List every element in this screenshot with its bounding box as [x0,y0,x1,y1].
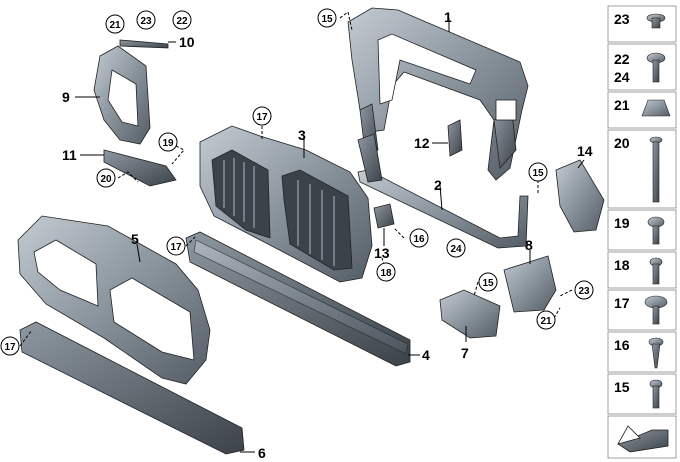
circle-23-a: 23 [136,10,156,30]
legend-label-24: 24 [614,69,630,85]
screw-icon-22 [646,52,666,83]
legend-label-18: 18 [614,257,630,273]
label-12: 12 [414,135,430,151]
svg-text:17: 17 [4,342,16,353]
label-2: 2 [434,177,442,193]
label-5: 5 [131,231,139,247]
circle-23-b: 23 [574,280,594,300]
svg-text:19: 19 [162,138,174,149]
svg-text:17: 17 [170,242,182,253]
circle-16: 16 [409,228,429,248]
legend-label-16: 16 [614,337,630,353]
leader-lines [75,18,585,453]
part-14-side-panel[interactable] [555,159,605,233]
part-2-lower-crossmember[interactable] [357,133,529,249]
legend-label-22: 22 [614,51,630,67]
screw-icon-15 [649,379,663,409]
legend-label-23: 23 [614,11,630,27]
circle-17-c: 17 [0,336,20,356]
part-9-air-guide[interactable] [93,45,151,145]
circle-24: 24 [446,238,466,258]
label-8: 8 [525,237,533,253]
legend-label-15: 15 [614,379,630,395]
part-3-grille-carrier[interactable] [199,125,373,283]
part-6-lower-trim[interactable] [19,321,245,455]
svg-text:17: 17 [256,112,268,123]
part-13-block[interactable] [373,203,395,229]
svg-text:23: 23 [578,286,590,297]
circle-15-a: 15 [317,8,337,28]
svg-text:20: 20 [100,174,112,185]
legend-label-19: 19 [614,215,630,231]
clip-icon-21 [641,99,671,117]
nut-icon-23 [646,13,666,29]
label-9: 9 [62,89,70,105]
svg-text:22: 22 [176,16,188,27]
part-5-bumper-carrier[interactable] [17,215,211,385]
label-11: 11 [62,147,77,163]
circle-21-a: 21 [105,14,125,34]
part-8-brake-duct[interactable] [503,255,557,313]
legend-label-17: 17 [614,295,630,311]
arrow-icon [617,425,669,453]
svg-text:21: 21 [109,20,121,31]
svg-text:15: 15 [532,168,544,179]
circle-19: 19 [158,132,178,152]
legend-label-21: 21 [614,97,630,113]
svg-text:15: 15 [482,278,494,289]
label-7: 7 [461,345,469,361]
circle-18: 18 [376,262,396,282]
circle-15-b: 15 [528,162,548,182]
legend-label-20: 20 [614,135,630,151]
fastener-leaders [19,11,573,347]
circle-17-a: 17 [252,106,272,126]
label-3: 3 [298,127,306,143]
circle-17-b: 17 [166,236,186,256]
part-12-bracket[interactable] [447,119,463,157]
part-7-brake-duct[interactable] [439,289,501,339]
label-14: 14 [577,143,593,159]
expansion-rivet-icon-18 [649,257,663,285]
callout-labels: 1 2 3 4 5 6 7 8 9 10 11 12 13 14 [62,9,593,461]
svg-text:18: 18 [380,268,392,279]
circle-15-c: 15 [478,272,498,292]
part-11-bracket[interactable] [103,149,177,187]
tapping-screw-icon-16 [648,337,664,369]
label-10: 10 [179,34,195,50]
svg-text:21: 21 [540,316,552,327]
part-10-bracket[interactable] [119,39,169,49]
label-1: 1 [444,9,452,25]
fastener-legend: 23 22 24 21 20 19 18 17 16 15 [607,5,677,459]
circle-21-b: 21 [536,310,556,330]
part-4-air-duct[interactable] [185,231,411,367]
svg-text:23: 23 [140,16,152,27]
circle-22: 22 [172,10,192,30]
circle-20: 20 [96,168,116,188]
rivet-icon-19 [647,216,665,245]
bolt-icon-20 [649,136,663,203]
washer-screw-icon-17 [644,295,668,325]
label-13: 13 [374,245,390,261]
svg-text:16: 16 [413,234,425,245]
label-4: 4 [422,347,430,363]
svg-text:24: 24 [450,244,462,255]
label-6: 6 [258,445,266,461]
circled-callouts: 15 15 15 16 17 17 17 18 19 20 21 21 22 2… [0,8,594,356]
svg-text:15: 15 [321,14,333,25]
